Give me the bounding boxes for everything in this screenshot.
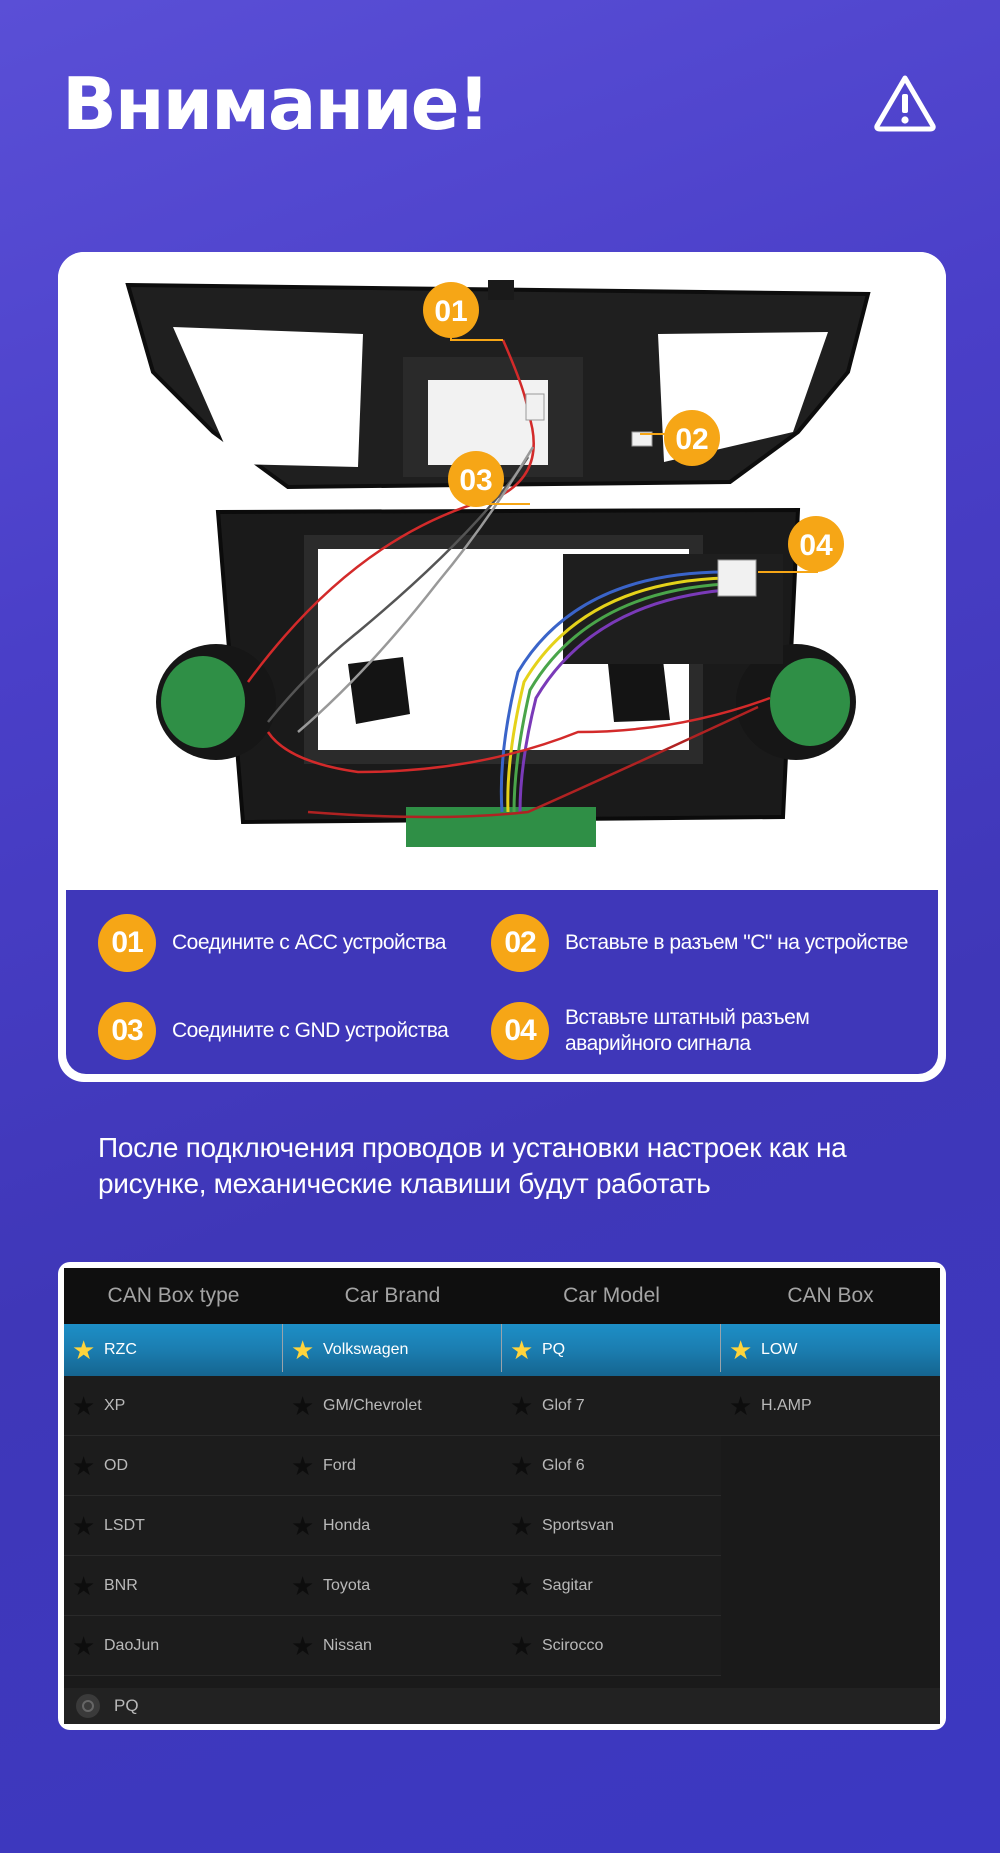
diagram-badge-04: 04 xyxy=(799,529,833,562)
star-icon: ★ xyxy=(72,1390,96,1421)
star-icon: ★ xyxy=(729,1335,753,1365)
list-item[interactable]: ★XP xyxy=(64,1376,283,1436)
column-car-model: ★PQ ★Glof 7 ★Glof 6 ★Sportsvan ★Sagitar … xyxy=(502,1324,721,1676)
legend-badge: 04 xyxy=(491,1002,549,1060)
legend-badge: 01 xyxy=(98,914,156,972)
list-item[interactable]: ★LSDT xyxy=(64,1496,283,1556)
description-text: После подключения проводов и установки н… xyxy=(98,1132,847,1199)
header-car-model: Car Model xyxy=(563,1284,660,1307)
profile-circle-icon xyxy=(76,1694,100,1718)
star-icon: ★ xyxy=(291,1510,315,1541)
legend-text: Вставьте штатный разъем аварийного сигна… xyxy=(565,1006,810,1055)
selected-option[interactable]: ★PQ xyxy=(502,1324,721,1376)
star-icon: ★ xyxy=(510,1630,534,1661)
list-item[interactable]: ★Scirocco xyxy=(502,1616,721,1676)
list-item[interactable]: ★DaoJun xyxy=(64,1616,283,1676)
connection-legend: 01 Соедините с ACC устройства 02 Вставьт… xyxy=(66,890,938,1074)
list-item[interactable]: ★Honda xyxy=(283,1496,502,1556)
list-item[interactable]: ★BNR xyxy=(64,1556,283,1616)
can-settings-screenshot: CAN Box type Car Brand Car Model CAN Box… xyxy=(58,1262,946,1730)
star-icon: ★ xyxy=(72,1335,96,1365)
list-item[interactable]: ★Glof 6 xyxy=(502,1436,721,1496)
star-icon: ★ xyxy=(72,1570,96,1601)
selected-option[interactable]: ★RZC xyxy=(64,1324,283,1376)
head-unit-frame-illustration: 01 02 03 04 xyxy=(58,252,946,890)
star-icon: ★ xyxy=(72,1630,96,1661)
selected-option[interactable]: ★Volkswagen xyxy=(283,1324,502,1376)
table-footer[interactable]: PQ xyxy=(64,1688,940,1724)
legend-text: Вставьте в разъем "C" на устройстве xyxy=(565,931,909,954)
legend-badge: 02 xyxy=(491,914,549,972)
legend-text: Соедините с ACC устройства xyxy=(172,931,446,954)
star-icon: ★ xyxy=(291,1630,315,1661)
legend-text: Соедините с GND устройства xyxy=(172,1019,449,1042)
header-can-box: CAN Box xyxy=(787,1284,874,1307)
list-item[interactable]: ★OD xyxy=(64,1436,283,1496)
list-item[interactable]: ★Toyota xyxy=(283,1556,502,1616)
legend-badge: 03 xyxy=(98,1002,156,1060)
list-item[interactable]: ★Glof 7 xyxy=(502,1376,721,1436)
column-can-box: ★LOW ★H.AMP xyxy=(721,1324,940,1436)
star-icon: ★ xyxy=(72,1510,96,1541)
list-item[interactable]: ★Nissan xyxy=(283,1616,502,1676)
warning-triangle-icon xyxy=(874,75,936,132)
list-item[interactable]: ★Sportsvan xyxy=(502,1496,721,1556)
header-car-brand: Car Brand xyxy=(344,1284,441,1307)
star-icon: ★ xyxy=(510,1570,534,1601)
legend-item-02: 02 Вставьте в разъем "C" на устройстве xyxy=(491,914,909,972)
page-title: Внимание! xyxy=(62,62,490,146)
column-car-brand: ★Volkswagen ★GM/Chevrolet ★Ford ★Honda ★… xyxy=(283,1324,502,1676)
star-icon: ★ xyxy=(510,1335,534,1365)
legend-item-04: 04 Вставьте штатный разъем аварийного си… xyxy=(491,1002,810,1060)
star-icon: ★ xyxy=(510,1450,534,1481)
star-icon: ★ xyxy=(291,1335,315,1365)
legend-item-03: 03 Соедините с GND устройства xyxy=(98,1002,449,1060)
table-header: CAN Box type Car Brand Car Model CAN Box xyxy=(64,1268,940,1324)
footer-label: PQ xyxy=(114,1696,139,1715)
list-item[interactable]: ★H.AMP xyxy=(721,1376,940,1436)
can-settings-table: CAN Box type Car Brand Car Model CAN Box… xyxy=(64,1268,940,1724)
diagram-badge-03: 03 xyxy=(459,464,492,497)
list-item[interactable]: ★Ford xyxy=(283,1436,502,1496)
star-icon: ★ xyxy=(510,1390,534,1421)
selected-option[interactable]: ★LOW xyxy=(721,1324,940,1376)
star-icon: ★ xyxy=(729,1390,753,1421)
diagram-badge-02: 02 xyxy=(675,423,708,456)
wiring-diagram-card: 01 02 03 04 01 Соедините с ACC устройств… xyxy=(58,252,946,1082)
list-item[interactable]: ★Sagitar xyxy=(502,1556,721,1616)
column-can-box-type: ★RZC ★XP ★OD ★LSDT ★BNR ★DaoJun xyxy=(64,1324,283,1676)
star-icon: ★ xyxy=(510,1510,534,1541)
star-icon: ★ xyxy=(291,1570,315,1601)
star-icon: ★ xyxy=(291,1390,315,1421)
header-can-box-type: CAN Box type xyxy=(107,1284,240,1307)
list-item[interactable]: ★GM/Chevrolet xyxy=(283,1376,502,1436)
legend-item-01: 01 Соедините с ACC устройства xyxy=(98,914,446,972)
diagram-badge-01: 01 xyxy=(434,295,467,328)
star-icon: ★ xyxy=(291,1450,315,1481)
star-icon: ★ xyxy=(72,1450,96,1481)
